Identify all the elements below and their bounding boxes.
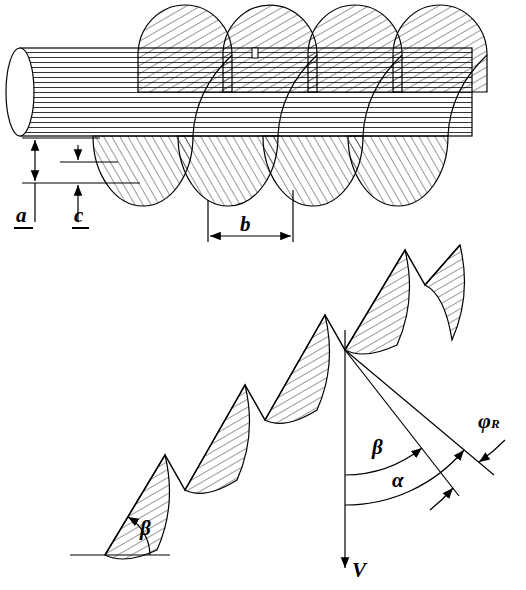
dimension-label: β	[372, 437, 383, 458]
blade-section	[105, 455, 170, 559]
blade-section	[345, 250, 410, 354]
blade-section	[185, 385, 250, 493]
helix-edge	[193, 55, 232, 136]
flight-front	[348, 136, 448, 206]
helix-edge	[278, 55, 317, 136]
dimension-label: α	[392, 470, 404, 491]
blade-edge	[105, 245, 460, 555]
dimension-label: V	[352, 560, 366, 581]
blade-section	[425, 245, 465, 340]
blade-section	[265, 315, 330, 423]
dimension-label: φR	[478, 410, 500, 432]
helix-edge	[448, 55, 487, 136]
dimension-label: c	[72, 205, 89, 229]
dimension-label: a	[14, 205, 33, 229]
helix-edge	[363, 55, 402, 136]
dimension-label: β	[140, 518, 151, 539]
dimension-label: b	[240, 214, 251, 235]
